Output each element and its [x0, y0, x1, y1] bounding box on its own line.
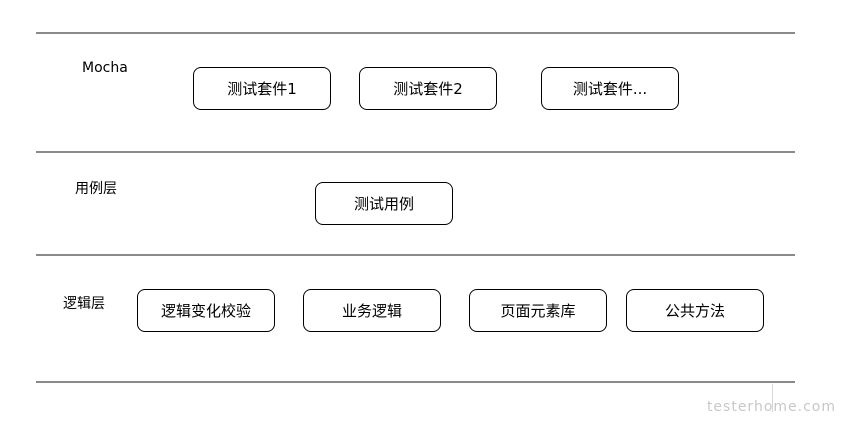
node-business-logic: 业务逻辑 [303, 289, 441, 332]
node-logic-change-check: 逻辑变化校验 [137, 289, 275, 332]
divider-bottom [36, 381, 795, 383]
watermark-stroke [772, 384, 773, 412]
node-test-suite-2: 测试套件2 [359, 67, 497, 110]
node-common-methods: 公共方法 [626, 289, 764, 332]
divider-top [36, 32, 795, 34]
node-test-suite-more: 测试套件... [541, 67, 679, 110]
divider-case-logic [36, 254, 795, 256]
node-test-suite-1: 测试套件1 [193, 67, 331, 110]
node-page-element-library: 页面元素库 [469, 289, 607, 332]
layer-label-logic: 逻辑层 [63, 296, 105, 312]
watermark: testerhome.com [706, 399, 836, 415]
layer-label-mocha: Mocha [82, 60, 128, 76]
layer-label-case: 用例层 [75, 181, 117, 197]
node-test-case: 测试用例 [315, 182, 453, 225]
divider-mocha-case [36, 151, 795, 153]
